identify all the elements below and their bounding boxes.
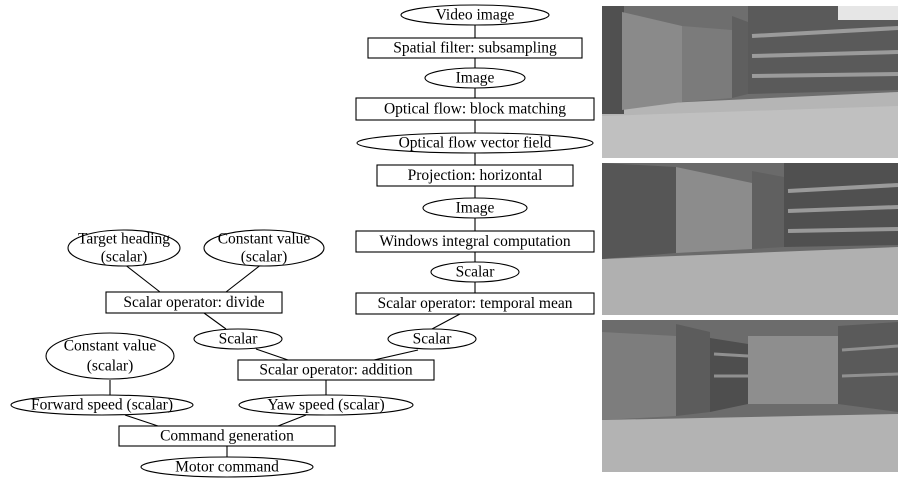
node-scalar-2-label: Scalar <box>413 331 453 348</box>
node-video-image: Video image <box>400 4 550 26</box>
node-scalar-1-label: Scalar <box>456 264 496 281</box>
node-temporal-mean: Scalar operator: temporal mean <box>355 292 595 315</box>
node-constant-value-1-line1: Constant value <box>218 231 311 248</box>
node-forward-speed: Forward speed (scalar) <box>10 394 194 416</box>
node-projection-label: Projection: horizontal <box>408 167 543 184</box>
node-optical-flow-label: Optical flow: block matching <box>384 101 566 118</box>
node-yaw-speed-label: Yaw speed (scalar) <box>267 397 384 414</box>
node-target-heading-line1: Target heading <box>78 231 170 248</box>
node-command-generation: Command generation <box>118 425 336 447</box>
node-temporal-mean-label: Scalar operator: temporal mean <box>378 295 573 312</box>
node-projection: Projection: horizontal <box>376 164 574 187</box>
node-target-heading: Target heading (scalar) <box>67 229 181 267</box>
rendered-frame-1 <box>602 6 898 158</box>
node-constant-value-2: Constant value (scalar) <box>45 332 175 380</box>
node-windows-integral-label: Windows integral computation <box>379 233 571 250</box>
node-scalar-3: Scalar <box>193 328 283 350</box>
node-constant-value-1-line2: (scalar) <box>241 249 287 266</box>
node-constant-value-2-line1: Constant value <box>64 338 157 355</box>
node-windows-integral: Windows integral computation <box>355 230 595 253</box>
rendered-frame-3 <box>602 320 898 472</box>
node-spatial-filter: Spatial filter: subsampling <box>367 37 583 59</box>
node-optical-flow: Optical flow: block matching <box>355 97 595 121</box>
node-flow-field-label: Optical flow vector field <box>399 135 552 152</box>
node-image-1: Image <box>424 67 526 89</box>
connectors <box>109 25 476 460</box>
node-scalar-1: Scalar <box>430 261 520 283</box>
node-image-2: Image <box>422 197 528 219</box>
node-target-heading-line2: (scalar) <box>101 249 147 266</box>
node-flow-field: Optical flow vector field <box>356 132 594 154</box>
node-constant-value-2-line2: (scalar) <box>87 358 133 375</box>
node-image-2-label: Image <box>456 200 495 217</box>
node-addition-label: Scalar operator: addition <box>259 362 412 379</box>
node-motor-command: Motor command <box>140 456 314 478</box>
node-motor-command-label: Motor command <box>175 459 279 476</box>
node-addition: Scalar operator: addition <box>237 359 435 381</box>
node-divide-label: Scalar operator: divide <box>123 294 264 311</box>
node-forward-speed-label: Forward speed (scalar) <box>31 397 173 414</box>
node-video-image-label: Video image <box>436 7 515 24</box>
rendered-frame-2 <box>602 163 898 315</box>
node-spatial-filter-label: Spatial filter: subsampling <box>393 40 557 57</box>
node-yaw-speed: Yaw speed (scalar) <box>238 394 414 416</box>
node-command-generation-label: Command generation <box>160 428 294 445</box>
node-constant-value-1: Constant value (scalar) <box>203 229 325 267</box>
node-scalar-2: Scalar <box>387 328 477 350</box>
node-scalar-3-label: Scalar <box>219 331 259 348</box>
node-image-1-label: Image <box>456 70 495 87</box>
node-divide: Scalar operator: divide <box>105 291 283 314</box>
